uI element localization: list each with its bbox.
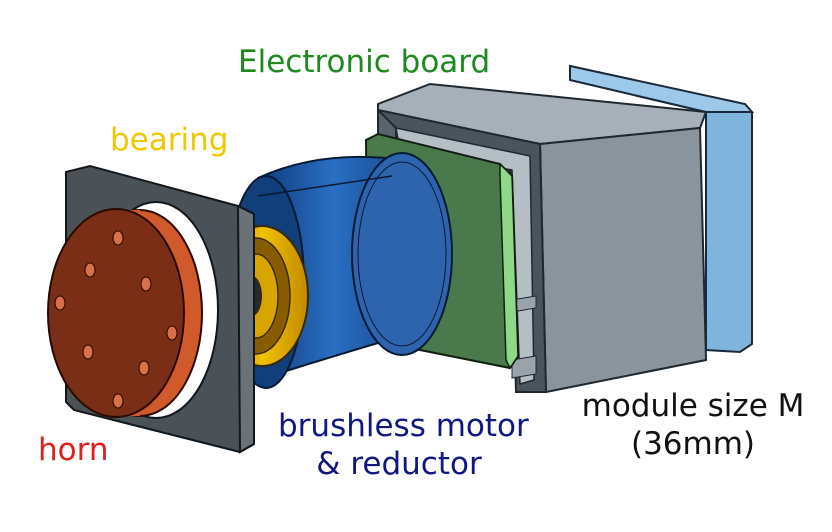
label-module-line2: (36mm) [630,426,756,462]
label-module-line1: module size M [581,388,805,424]
label-horn: horn [38,432,109,468]
horn-screw-holes [54,230,178,409]
label-bearing: bearing [110,122,229,158]
label-motor-line1: brushless motor [278,408,529,444]
horn-disc [47,208,203,418]
back-plate [569,64,755,354]
label-motor-line2: & reductor [316,446,482,482]
label-electronic-board: Electronic board [238,44,491,80]
